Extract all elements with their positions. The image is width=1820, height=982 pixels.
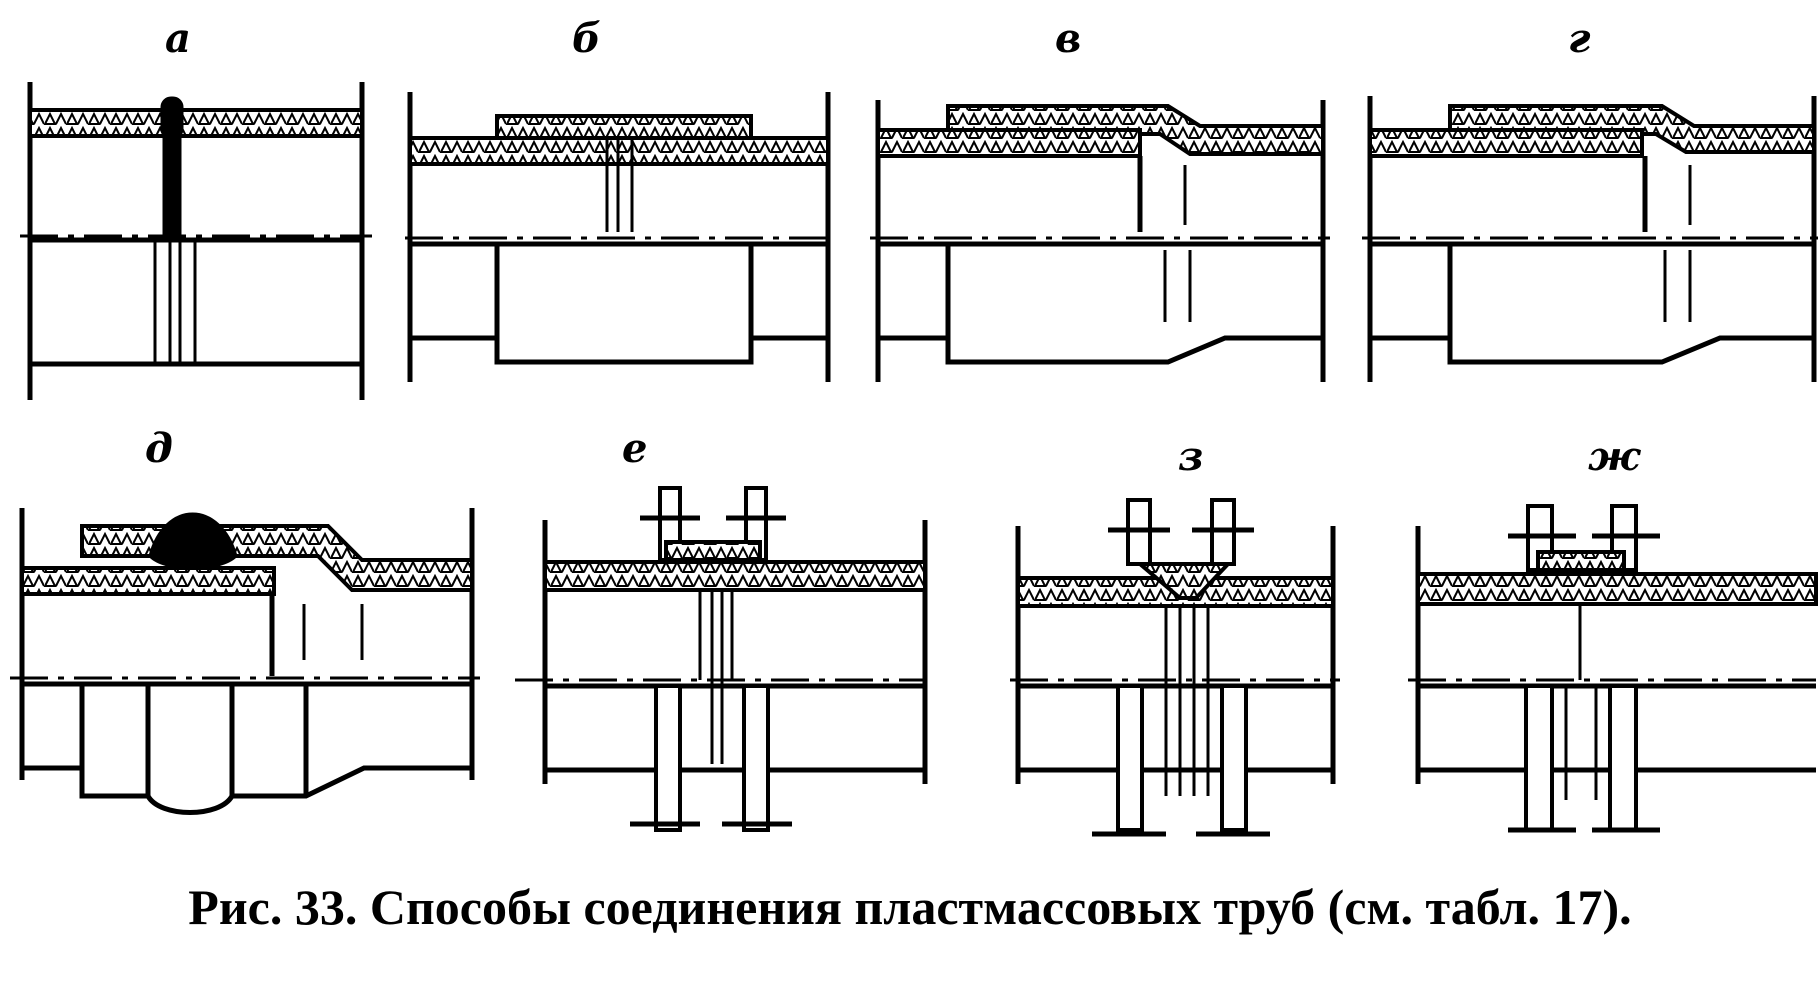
figure-caption: Рис. 33. Способы соединения пластмассовы… <box>188 879 1632 935</box>
panel-label-g: г <box>1568 15 1591 62</box>
panel-z: з <box>1010 433 1340 837</box>
panel-label-zh: ж <box>1588 433 1641 480</box>
panel-label-e: е <box>622 425 647 472</box>
panel-b: б <box>405 15 835 382</box>
panel-label-d: д <box>145 425 173 472</box>
panel-d: д <box>10 425 480 815</box>
panel-label-b: б <box>572 15 601 62</box>
pipe-joints-diagram: а б в <box>10 15 1818 837</box>
panel-label-z: з <box>1178 433 1204 480</box>
panel-v: в <box>870 15 1330 382</box>
panel-label-a: а <box>165 15 191 62</box>
panel-e: е <box>515 425 928 832</box>
panel-zh: ж <box>1408 433 1818 833</box>
panel-g: г <box>1362 15 1818 382</box>
panel-label-v: в <box>1055 15 1081 62</box>
panel-a: а <box>20 15 372 400</box>
